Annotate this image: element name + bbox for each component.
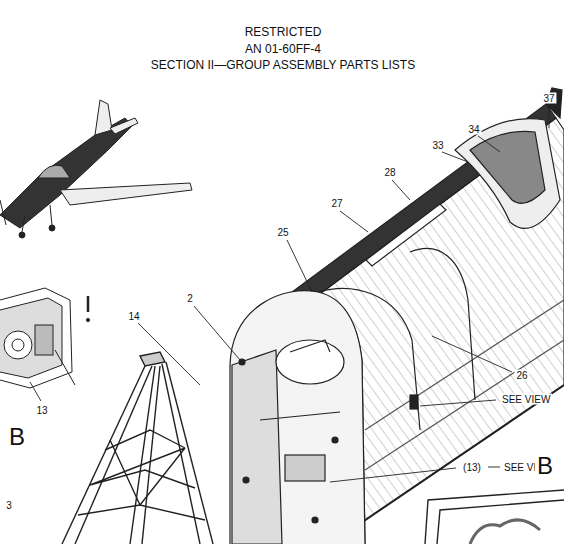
illustration-stroke: [62, 366, 145, 544]
illustration-stroke: [410, 395, 418, 409]
illustration-stroke: [470, 131, 545, 203]
illustration-stroke: [276, 340, 344, 384]
illustration-stroke: [285, 455, 325, 481]
illustration-stroke: [470, 520, 540, 544]
illustration-stroke: [62, 352, 213, 544]
illustration-stroke: [410, 249, 475, 400]
illustration-stroke: [55, 350, 75, 385]
illustration-stroke: [0, 118, 132, 228]
callout-number: 34: [466, 124, 481, 135]
illustration-stroke: [22, 215, 25, 232]
illustration-stroke: [230, 88, 564, 544]
illustration-stroke: [30, 382, 41, 401]
view-letter: B: [535, 453, 555, 479]
illustration-stroke: [432, 336, 512, 372]
illustration-stroke: [232, 350, 282, 544]
illustration-stroke: [425, 490, 564, 544]
callout-number: 2: [185, 293, 195, 304]
illustration-stroke: [4, 331, 32, 359]
illustration-stroke: [365, 340, 564, 470]
illustration-stroke: [110, 118, 138, 134]
illustration-stroke: [35, 325, 53, 355]
callout-number: 13: [34, 405, 49, 416]
illustration-stroke: [442, 152, 468, 162]
callout-number: 37: [541, 93, 556, 104]
illustration-stroke: [437, 500, 564, 544]
illustration-stroke: [87, 296, 90, 312]
illustration-stroke: [86, 318, 89, 321]
callout-number: (13): [461, 462, 483, 473]
illustration-stroke: [49, 225, 55, 231]
illustration-stroke: [0, 288, 72, 388]
illustration-stroke: [75, 366, 152, 544]
illustration-stroke: [0, 288, 90, 388]
illustration-stroke: [287, 240, 312, 292]
illustration-stroke: [392, 180, 410, 200]
illustration-stroke: [0, 100, 192, 238]
illustration-stroke: [260, 412, 340, 420]
illustration-stroke: [19, 232, 25, 238]
illustration-stroke: [330, 468, 456, 482]
header-text: AN 01-60FF-4: [243, 43, 323, 56]
illustration-stroke: [290, 340, 330, 352]
callout-number: 33: [430, 140, 445, 151]
illustration-stroke: [12, 339, 24, 351]
callout-number: 14: [126, 311, 141, 322]
illustration-stroke: [30, 106, 549, 482]
illustration-stroke: [332, 437, 338, 443]
illustration-stroke: [95, 100, 112, 135]
illustration-stroke: [194, 306, 240, 360]
illustration-stroke: [0, 298, 62, 378]
illustration-stroke: [488, 467, 500, 468]
illustration-stroke: [312, 517, 318, 523]
illustration-stroke: [365, 300, 564, 430]
illustration-stroke: [455, 119, 560, 229]
callout-number: 27: [329, 198, 344, 209]
illustration-stroke: [50, 205, 52, 225]
header-text: SECTION II—GROUP ASSEMBLY PARTS LISTS: [149, 59, 417, 72]
illustration-stroke: [78, 430, 205, 520]
illustration-stroke: [140, 352, 165, 366]
illustration-stroke: [0, 200, 6, 225]
illustration-stroke: [230, 291, 365, 544]
illustration-stroke: [420, 400, 496, 406]
illustration-stroke: [243, 477, 249, 483]
illustration-stroke: [142, 366, 160, 544]
illustration-stroke: [340, 211, 368, 232]
callout-number: 3: [4, 500, 14, 511]
illustration-stroke: [138, 323, 200, 385]
view-letter: B: [7, 424, 27, 450]
illustration-stroke: [549, 106, 550, 128]
illustration-stroke: [478, 136, 500, 152]
illustration-stroke: [60, 183, 192, 205]
header-text: RESTRICTED: [243, 26, 324, 39]
illustration-stroke: [38, 165, 70, 178]
callout-number: 28: [382, 167, 397, 178]
illustration-stroke: [366, 204, 446, 266]
callout-number: 25: [275, 227, 290, 238]
illustration-stroke: [425, 490, 564, 544]
see-view-note: SEE VIEW: [500, 394, 552, 405]
callout-number: 26: [514, 370, 529, 381]
